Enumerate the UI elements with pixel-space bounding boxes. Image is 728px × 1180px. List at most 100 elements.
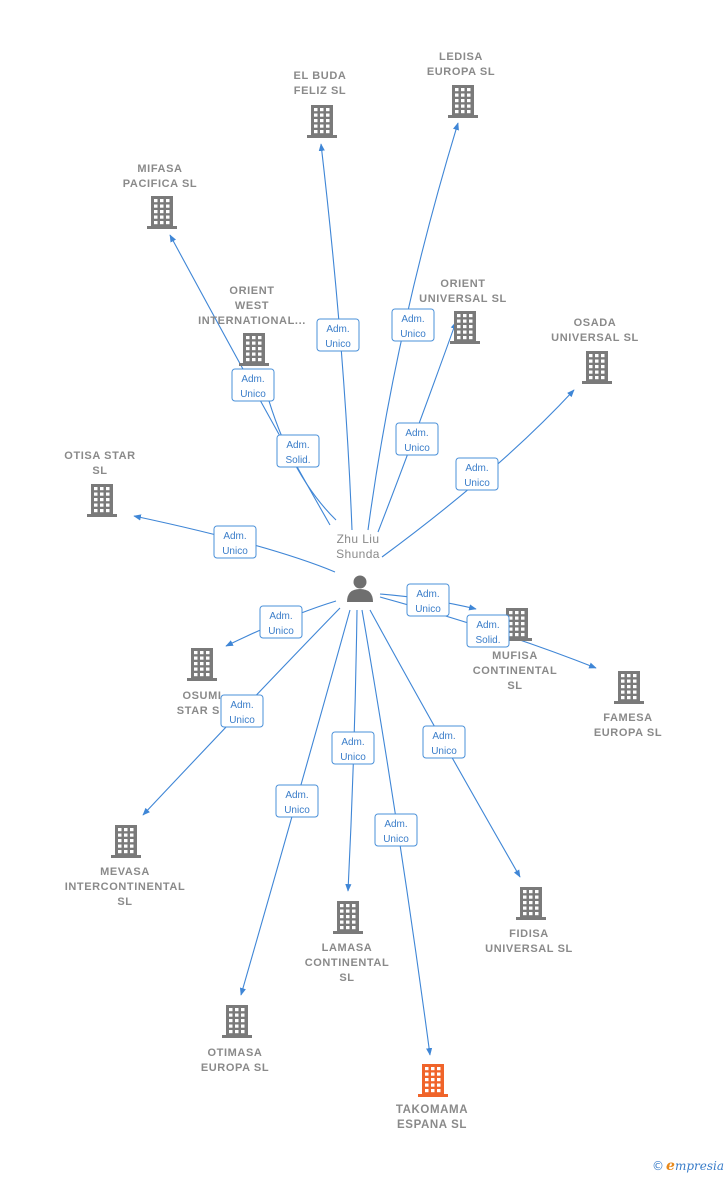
- edge-label-famesa[interactable]: Adm.Solid.: [466, 614, 510, 648]
- company-label-line: INTERCONTINENTAL: [65, 881, 186, 893]
- edge-label-line: Adm.: [405, 428, 428, 439]
- edge-label-orient-west[interactable]: Adm.Solid.: [276, 434, 320, 468]
- edge-label-mifasa[interactable]: Adm.Unico: [231, 368, 275, 402]
- company-label-line: OSADA: [574, 317, 617, 329]
- company-label-line: SL: [339, 972, 354, 984]
- company-node-fidisa[interactable]: FIDISA UNIVERSAL SL: [485, 887, 573, 955]
- company-label-line: EUROPA SL: [427, 66, 495, 78]
- edge-label-line: Unico: [229, 715, 255, 726]
- company-label-line: SL: [507, 680, 522, 692]
- building-icon: [333, 901, 363, 934]
- building-icon: [418, 1064, 448, 1097]
- company-label-line: EL BUDA: [294, 70, 347, 82]
- edge-label-line: Unico: [325, 339, 351, 350]
- edge-label-line: Unico: [431, 746, 457, 757]
- edge-label-ledisa[interactable]: Adm.Unico: [391, 308, 435, 342]
- edge-labels-layer: Adm.UnicoAdm.UnicoAdm.UnicoAdm.Solid.Adm…: [213, 308, 510, 847]
- brand-watermark: ©empresia: [652, 1158, 724, 1174]
- edge-label-otisa[interactable]: Adm. Unico: [213, 525, 257, 559]
- company-label-line: ORIENT: [229, 285, 274, 297]
- building-icon: [222, 1005, 252, 1038]
- edge-label-line: Adm.: [341, 737, 364, 748]
- edge-label-line: Adm.: [230, 700, 253, 711]
- company-node-el-buda[interactable]: EL BUDA FELIZ SL: [294, 70, 347, 138]
- edge-label-line: Unico: [340, 752, 366, 763]
- company-node-orient-universal[interactable]: ORIENT UNIVERSAL SL: [419, 278, 507, 344]
- edge-label-mufisa[interactable]: Adm.Unico: [406, 583, 450, 617]
- company-label-line: MIFASA: [137, 163, 182, 175]
- edge-label-line: Unico: [222, 546, 248, 557]
- edge-label-line: Unico: [284, 805, 310, 816]
- person-name-line: Shunda: [336, 547, 380, 561]
- edge-label-line: Unico: [268, 626, 294, 637]
- company-label-line: SL: [117, 896, 132, 908]
- edge-label-line: Unico: [400, 329, 426, 340]
- edge-label-osumi[interactable]: Adm. Unico: [259, 605, 303, 639]
- company-label-line: ORIENT: [440, 278, 485, 290]
- edge-label-line: Adm.: [416, 589, 439, 600]
- edge-label-orient-universal[interactable]: Adm.Unico: [395, 422, 439, 456]
- company-label-line: LEDISA: [439, 51, 483, 63]
- company-label-line: UNIVERSAL SL: [485, 943, 573, 955]
- building-icon: [516, 887, 546, 920]
- building-icon: [614, 671, 644, 704]
- company-node-orient-west[interactable]: ORIENT WEST INTERNATIONAL...: [198, 285, 306, 366]
- edge-label-lamasa[interactable]: Adm. Unico: [331, 731, 375, 765]
- building-icon: [187, 648, 217, 681]
- company-label-line: STAR SL: [177, 705, 227, 717]
- edge-label-mevasa[interactable]: Adm. Unico: [220, 694, 264, 728]
- edge-label-line: Adm.: [326, 324, 349, 335]
- building-icon: [239, 333, 269, 366]
- edge-label-line: Solid.: [475, 635, 500, 646]
- edge-label-fidisa[interactable]: Adm. Unico: [422, 725, 466, 759]
- edge-label-osada[interactable]: Adm.Unico: [455, 457, 499, 491]
- edge-label-line: Unico: [464, 478, 490, 489]
- nodes-layer: LEDISA EUROPA SL EL BUDA FELIZ SL MIFASAPACI…: [64, 51, 662, 1131]
- edge-label-line: Adm.: [223, 531, 246, 542]
- building-icon: [502, 608, 532, 641]
- brand-name: mpresia: [674, 1159, 724, 1173]
- building-icon: [307, 105, 337, 138]
- building-icon: [147, 196, 177, 229]
- company-label-line: INTERNATIONAL...: [198, 315, 306, 327]
- edge-label-otimasa[interactable]: Adm.Unico: [275, 784, 319, 818]
- person-name-line: Zhu Liu: [337, 532, 380, 546]
- company-label-line: OTIMASA: [208, 1047, 263, 1059]
- company-label-line: MUFISA: [492, 650, 538, 662]
- company-label-line: WEST: [235, 300, 269, 312]
- company-label-line: EUROPA SL: [594, 727, 662, 739]
- company-label-line: OTISA STAR: [64, 450, 135, 462]
- person-icon: [347, 575, 373, 602]
- copyright-icon: ©: [652, 1159, 665, 1173]
- edge-label-line: Adm.: [269, 611, 292, 622]
- company-label-line: UNIVERSAL SL: [419, 293, 507, 305]
- company-node-famesa[interactable]: FAMESA EUROPA SL: [594, 671, 662, 739]
- company-label-line: FIDISA: [509, 928, 549, 940]
- company-label-line: MEVASA: [100, 866, 150, 878]
- building-icon: [582, 351, 612, 384]
- edge-label-line: Adm.: [241, 374, 264, 385]
- edge-label-el-buda[interactable]: Adm. Unico: [316, 318, 360, 352]
- company-node-ledisa[interactable]: LEDISA EUROPA SL: [427, 51, 495, 118]
- edge-label-line: Adm.: [432, 731, 455, 742]
- building-icon: [87, 484, 117, 517]
- company-label-line: FELIZ SL: [294, 85, 346, 97]
- company-node-mevasa[interactable]: MEVASA INTERCONTINENTAL SL: [65, 825, 186, 908]
- building-icon: [111, 825, 141, 858]
- building-icon: [450, 311, 480, 344]
- company-label-line: LAMASA: [322, 942, 373, 954]
- company-label-line: FAMESA: [603, 712, 652, 724]
- edge-label-line: Adm.: [384, 819, 407, 830]
- edge-label-takomama[interactable]: Adm.Unico: [374, 813, 418, 847]
- edge-label-line: Adm.: [286, 440, 309, 451]
